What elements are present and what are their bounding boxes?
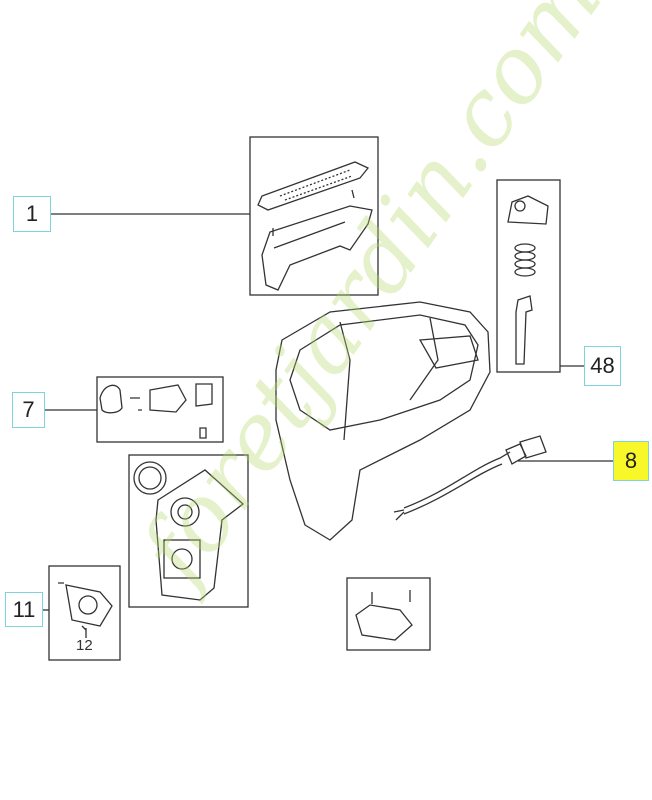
engine-cover bbox=[275, 301, 491, 541]
part-7-frame bbox=[96, 376, 224, 443]
latch-part bbox=[507, 195, 549, 365]
part-11-frame bbox=[48, 565, 121, 661]
fuel-panel-part bbox=[133, 461, 245, 601]
callout-7[interactable]: 7 bbox=[12, 392, 45, 428]
callout-12[interactable]: 12 bbox=[76, 637, 93, 654]
socket-part bbox=[58, 582, 113, 631]
switch-assembly bbox=[99, 383, 213, 439]
part-48-frame bbox=[496, 179, 561, 373]
power-cable bbox=[393, 435, 547, 521]
callout-11[interactable]: 11 bbox=[5, 592, 43, 627]
callout-8[interactable]: 8 bbox=[613, 441, 649, 481]
handle-part bbox=[257, 161, 373, 291]
callout-1[interactable]: 1 bbox=[13, 196, 51, 232]
callout-48[interactable]: 48 bbox=[584, 346, 621, 386]
fuel-panel-frame bbox=[128, 454, 249, 608]
bracket-frame bbox=[346, 577, 431, 651]
part-1-frame bbox=[249, 136, 379, 296]
bracket-part bbox=[355, 590, 413, 641]
